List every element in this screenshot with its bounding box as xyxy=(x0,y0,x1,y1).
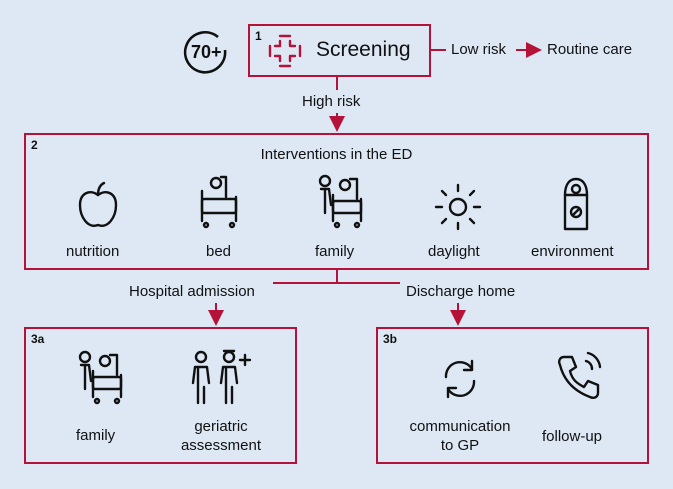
intervention-label: bed xyxy=(206,243,232,260)
low-risk-label: Low risk xyxy=(451,41,507,58)
intervention-label: nutrition xyxy=(66,243,120,260)
family-bed-icon xyxy=(78,350,123,405)
interventions-title: Interventions in the ED xyxy=(260,146,413,163)
geriatric-label-line2: assessment xyxy=(180,437,262,454)
screening-cross-icon xyxy=(268,34,302,68)
follow-up-label: follow-up xyxy=(542,428,603,445)
hospital-bed-icon xyxy=(200,175,238,229)
communication-label-line1: communication xyxy=(409,418,511,435)
hospital-admission-label: Hospital admission xyxy=(129,283,255,300)
step-number: 3b xyxy=(383,332,398,346)
door-hanger-icon xyxy=(563,177,589,231)
hospital-admission-box: 3a family geriatric assessment xyxy=(24,327,297,464)
age-70-plus-badge: 70+ xyxy=(183,30,229,76)
communication-label-line2: to GP xyxy=(440,437,480,454)
step-number: 3a xyxy=(31,332,45,346)
discharge-home-box: 3b communication to GP follow-up xyxy=(376,327,649,464)
intervention-label: daylight xyxy=(428,243,480,260)
screening-title: Screening xyxy=(316,38,411,61)
routine-care-label: Routine care xyxy=(547,41,633,58)
refresh-icon xyxy=(444,359,476,399)
high-risk-label: High risk xyxy=(302,93,361,110)
apple-icon xyxy=(78,181,118,227)
discharge-home-label: Discharge home xyxy=(406,283,516,300)
intervention-label: family xyxy=(315,243,355,260)
screening-box: 1 Screening xyxy=(248,24,431,77)
step-number: 1 xyxy=(255,29,262,43)
doctor-patient-icon xyxy=(191,349,252,405)
intervention-label: environment xyxy=(531,243,614,260)
sun-icon xyxy=(434,183,482,231)
geriatric-label-line1: geriatric xyxy=(194,418,248,435)
phone-icon xyxy=(558,351,602,399)
family-bed-icon xyxy=(318,174,363,229)
family-label: family xyxy=(76,427,116,444)
step-number: 2 xyxy=(31,138,38,152)
interventions-box: 2 Interventions in the ED nutrition bed … xyxy=(24,133,649,270)
